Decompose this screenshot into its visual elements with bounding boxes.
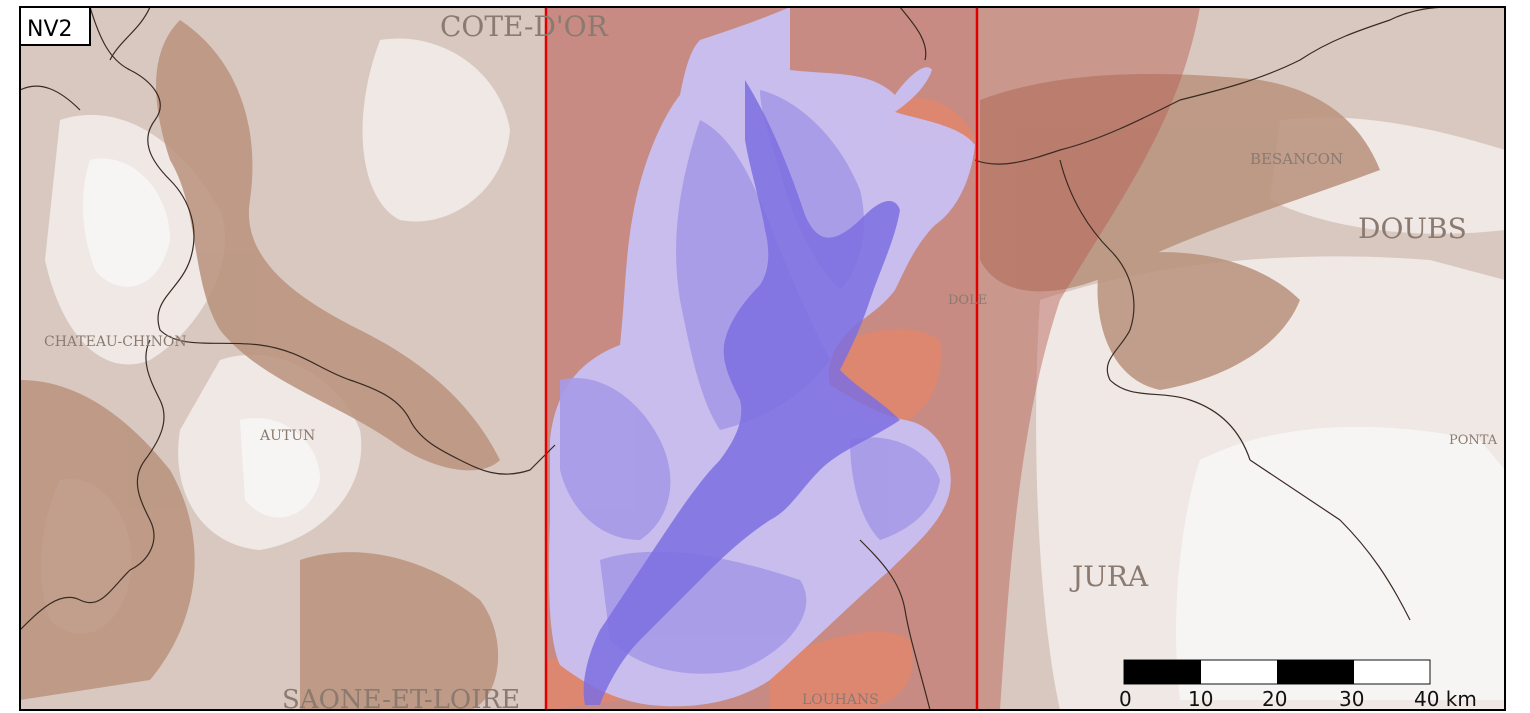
- label-louhans: LOUHANS: [802, 692, 879, 708]
- terrain-plateau: [83, 158, 1505, 700]
- label-saone-et-loire: SAONE-ET-LOIRE: [282, 685, 520, 713]
- scale-segment: [1124, 660, 1201, 684]
- scale-segment: [1277, 660, 1354, 684]
- scale-label-20: 20: [1262, 687, 1287, 711]
- scale-label-40km: 40 km: [1414, 687, 1477, 711]
- label-besancon: BESANCON: [1250, 150, 1343, 168]
- scale-bar: 0 10 20 30 40 km: [1119, 659, 1477, 711]
- admin-borders: [20, 7, 1451, 710]
- label-dole: DOLE: [948, 293, 987, 308]
- label-autun: AUTUN: [259, 428, 315, 444]
- east-lowland-tint: [977, 7, 1200, 710]
- panel-label: NV2: [27, 17, 73, 42]
- aquifer-core: [583, 80, 900, 705]
- label-doubs: DOUBS: [1358, 212, 1467, 245]
- scale-label-30: 30: [1339, 687, 1364, 711]
- label-chateau-chinon: CHATEAU-CHINON: [44, 334, 187, 350]
- label-cote-dor: COTE-D'OR: [440, 10, 609, 43]
- panel-label-box: [19, 6, 91, 46]
- terrain-relief: [20, 20, 1380, 710]
- map-frame: [19, 6, 1506, 711]
- label-ponta: PONTA: [1449, 433, 1498, 448]
- scale-label-10: 10: [1188, 687, 1213, 711]
- scale-label-0: 0: [1119, 687, 1132, 711]
- label-jura: JURA: [1069, 560, 1149, 593]
